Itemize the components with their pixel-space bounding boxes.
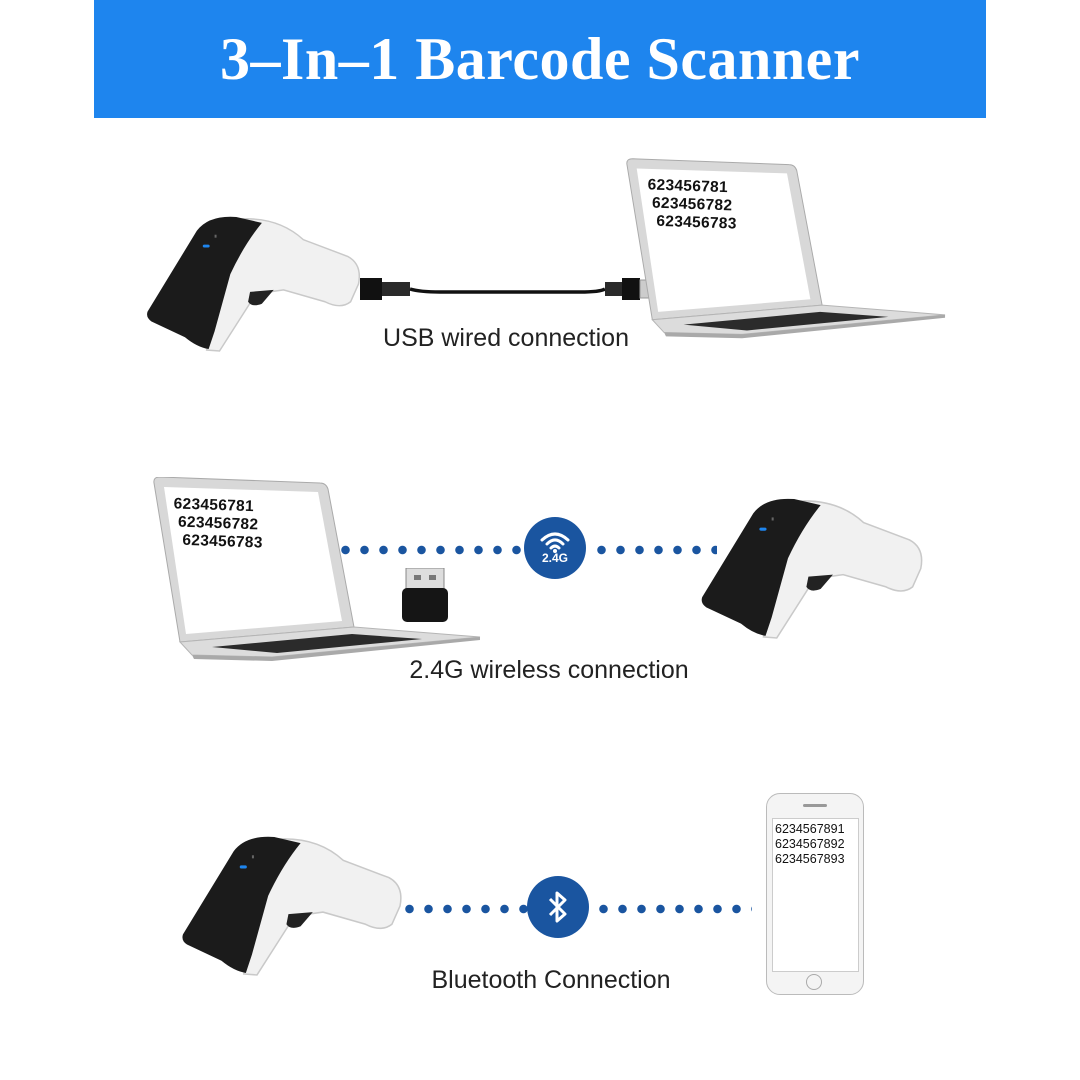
scan-result-line: 6234567892: [775, 837, 845, 851]
connection-dots: [400, 904, 528, 914]
scan-result-line: 623456783: [656, 212, 737, 233]
usb-connection-label: USB wired connection: [383, 324, 629, 352]
phone-screen-text: 6234567891 6234567892 6234567893: [775, 822, 845, 867]
page-title: 3–In–1 Barcode Scanner: [220, 25, 860, 92]
barcode-scanner-image: [700, 497, 925, 640]
wireless-connection-label: 2.4G wireless connection: [409, 656, 689, 684]
barcode-scanner-image: [145, 215, 363, 353]
bluetooth-badge: [527, 876, 589, 938]
badge-label: 2.4G: [541, 551, 568, 565]
connection-dots: [592, 545, 717, 555]
bluetooth-icon: [548, 891, 567, 923]
scan-result-line: 623456783: [182, 531, 263, 552]
laptop-screen-text: 623456781 623456782 623456783: [172, 495, 264, 552]
usb-cable-image: [360, 278, 659, 300]
wireless-2.4g-badge: 2.4G: [524, 517, 586, 579]
scan-result-line: 6234567893: [775, 852, 845, 866]
connection-dots: [594, 904, 752, 914]
usb-dongle-image: [402, 568, 448, 622]
bluetooth-connection-label: Bluetooth Connection: [431, 966, 671, 994]
wifi-icon: [540, 532, 570, 553]
laptop-screen-text: 623456781 623456782 623456783: [646, 176, 738, 233]
barcode-scanner-image: [180, 835, 405, 977]
title-banner: 3–In–1 Barcode Scanner: [94, 0, 986, 118]
connection-dots: [336, 545, 526, 555]
scan-result-line: 6234567891: [775, 822, 845, 836]
smartphone-image: [766, 793, 864, 995]
